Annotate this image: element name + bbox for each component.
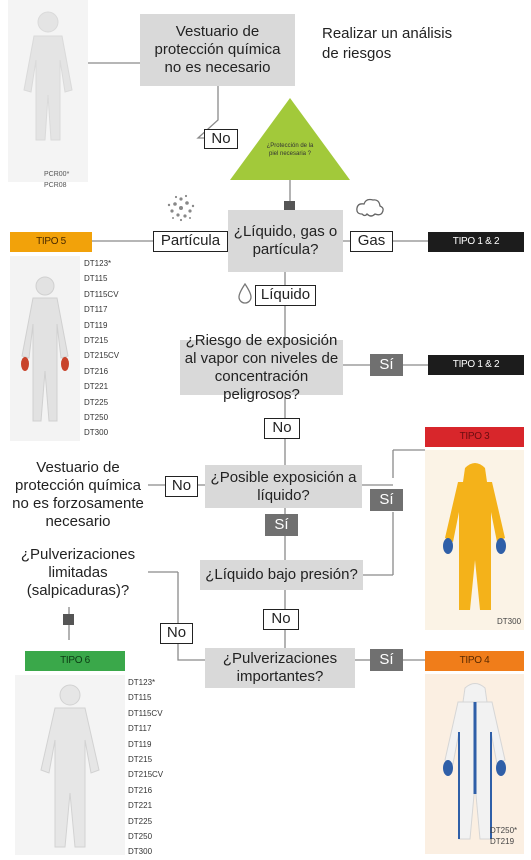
tipo6-code: DT115: [128, 693, 152, 703]
liquid-exposure-result-box: Vestuario de protección química no es fo…: [8, 459, 148, 531]
tipo6-code: DT215CV: [128, 770, 164, 780]
tipo5-code: DT300: [84, 428, 109, 438]
suit-tipo4-icon: [443, 683, 506, 840]
liquid-exposure-yes-label: Sí: [265, 514, 298, 536]
tipo12-gas-bar: TIPO 1 & 2: [428, 232, 524, 252]
tipo5-code: DT123*: [84, 259, 112, 268]
liquid-label: Líquido: [255, 285, 316, 306]
tipo6-code: DT225: [128, 816, 153, 826]
suit-tipo5-icon: [21, 276, 69, 422]
vapor-yes-label: Sí: [370, 354, 403, 376]
droplet-icon: [238, 282, 252, 304]
tipo6-code: DT216: [128, 785, 153, 795]
particle-label: Partícula: [153, 231, 228, 252]
limited-sprays-no-label: No: [160, 623, 193, 644]
gas-label: Gas: [350, 231, 393, 252]
small-square-icon: [63, 614, 74, 625]
top-code-1: PCR08: [44, 182, 67, 189]
suit-tipo6-icon: [40, 684, 100, 848]
pressure-no-label: No: [263, 609, 299, 630]
tipo6-codes: DT123* DT115 DT115CV DT117 DT119 DT215 D…: [128, 675, 163, 860]
top-code-0: PCR00*: [44, 171, 70, 178]
tipo6-code: DT117: [128, 724, 152, 734]
tipo6-code: DT250: [128, 831, 153, 841]
tipo5-code: DT215CV: [84, 351, 120, 361]
tipo5-code: DT215: [84, 335, 109, 345]
tipo5-code: DT225: [84, 397, 109, 407]
suit-photo-tipo4: [425, 674, 524, 854]
liquid-exposure-right-yes-label: Sí: [370, 489, 403, 511]
tipo6-code: DT221: [128, 801, 153, 811]
tipo6-code: DT123*: [128, 678, 156, 687]
tipo4-code-1: DT219: [490, 837, 515, 846]
tipo4-code-0: DT250*: [490, 826, 518, 835]
tipo3-bar: TIPO 3: [425, 427, 524, 447]
tipo6-bar: TIPO 6: [25, 651, 125, 671]
tipo6-code: DT215: [128, 754, 153, 764]
tipo6-code: DT119: [128, 739, 152, 749]
skin-protection-triangle: [230, 98, 350, 180]
tipo4-bar: TIPO 4: [425, 651, 524, 671]
vapor-no-label: No: [264, 418, 300, 439]
tipo6-code: DT115CV: [128, 708, 163, 718]
vapor-question-box: ¿Riesgo de exposición al vapor con nivel…: [180, 332, 343, 403]
state-question-box: ¿Líquido, gas o partícula?: [228, 210, 343, 272]
liquid-exposure-no-label: No: [165, 476, 198, 497]
small-square-icon: [284, 201, 295, 212]
triangle-no-label: No: [204, 129, 238, 149]
tipo5-code: DT115CV: [84, 289, 119, 299]
tipo5-bar: TIPO 5: [10, 232, 92, 252]
tipo5-code: DT216: [84, 366, 109, 376]
header-title: Realizar un análisis de riesgos: [322, 25, 453, 62]
tipo5-code: DT117: [84, 305, 108, 315]
liquid-exposure-question-box: ¿Posible exposición a líquido?: [205, 465, 362, 508]
pressure-question-box: ¿Líquido bajo presión?: [200, 560, 363, 590]
limited-sprays-question: ¿Pulverizaciones limitadas (salpicaduras…: [8, 546, 148, 600]
tipo5-codes: DT123* DT115 DT115CV DT117 DT119 DT215 D…: [84, 256, 119, 441]
tipo5-code: DT119: [84, 320, 108, 330]
gas-cloud-icon: [356, 198, 384, 217]
suit-white-icon: [23, 11, 73, 141]
important-sprays-question-box: ¿Pulverizaciones importantes?: [205, 648, 355, 688]
tipo5-code: DT250: [84, 412, 109, 422]
suit-photo-top: [8, 0, 88, 182]
suit-photo-tipo5: [10, 256, 80, 441]
triangle-text: ¿Protección de la piel necesaria ?: [266, 143, 314, 157]
tipo12-vapor-bar: TIPO 1 & 2: [428, 355, 524, 375]
important-sprays-yes-label: Sí: [370, 649, 403, 671]
suit-photo-tipo3: [425, 450, 524, 630]
top-result-box: Vestuario de protección química no es ne…: [140, 14, 295, 86]
dust-cloud-icon: [167, 194, 195, 222]
tipo3-code: DT300: [497, 617, 522, 626]
tipo5-code: DT221: [84, 382, 109, 392]
tipo5-code: DT115: [84, 274, 108, 284]
suit-tipo3-icon: [443, 463, 506, 610]
suit-photo-tipo6: [15, 675, 125, 855]
tipo6-code: DT300: [128, 847, 153, 857]
